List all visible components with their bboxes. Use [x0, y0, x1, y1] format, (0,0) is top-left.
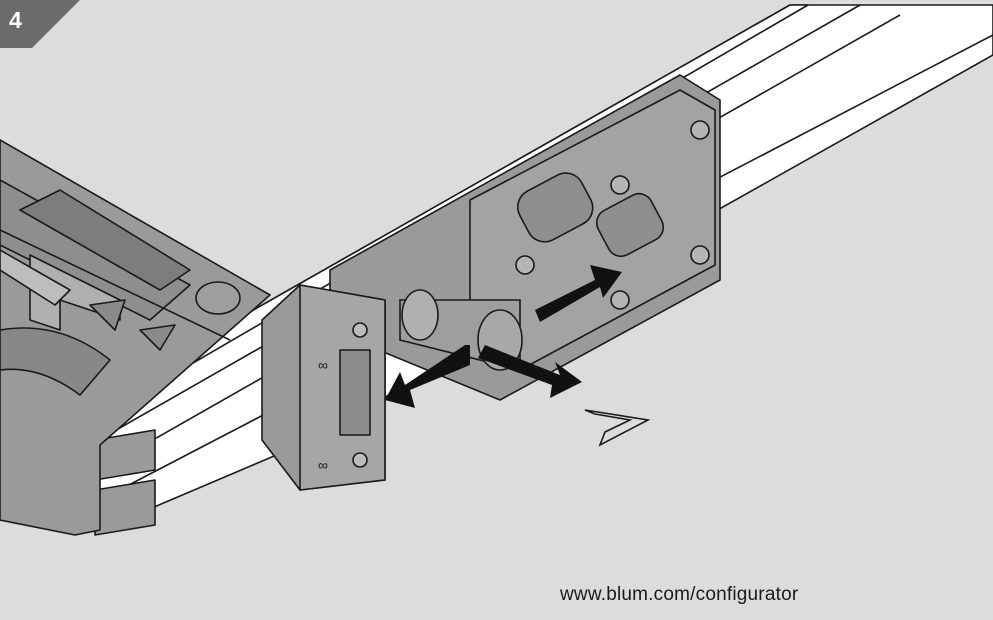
configurator-url[interactable]: www.blum.com/configurator: [560, 584, 799, 605]
end-block: ∞ ∞: [261, 284, 386, 491]
mounting-plate: [0, 139, 271, 536]
label-a-mark: [584, 409, 651, 447]
step-badge-shape: [0, 0, 80, 48]
direction-arrows: [385, 265, 622, 408]
step-badge: 4: [0, 0, 80, 48]
locking-device: [329, 74, 721, 401]
svg-text:∞: ∞: [318, 457, 328, 473]
step-number: 4: [9, 7, 22, 33]
svg-text:∞: ∞: [318, 357, 328, 373]
